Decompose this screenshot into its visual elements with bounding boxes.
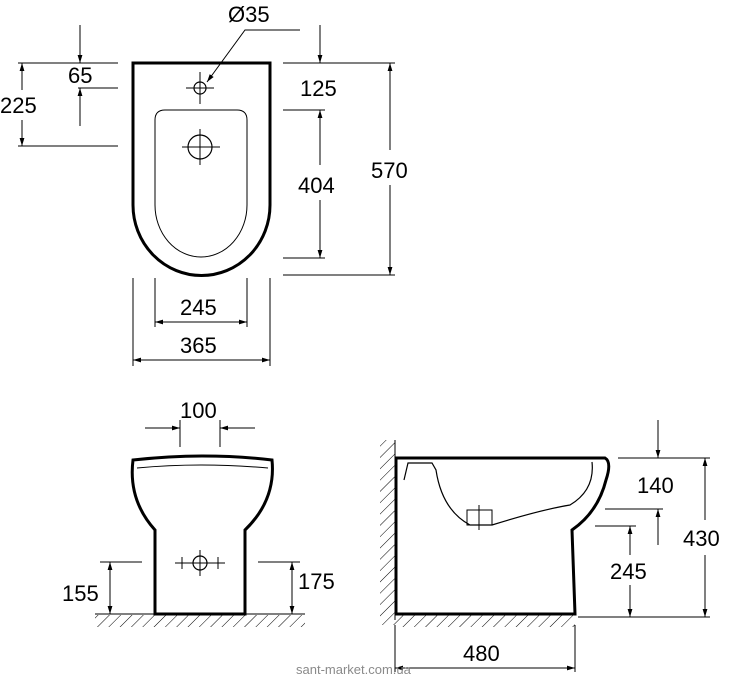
watermark: sant-market.com.ua xyxy=(296,662,412,677)
front-view xyxy=(95,420,305,627)
dim-125: 125 xyxy=(300,76,337,101)
bidet-outline-side xyxy=(394,456,611,616)
dim-430: 430 xyxy=(683,526,720,551)
floor-hatch xyxy=(95,615,305,627)
dim-175: 175 xyxy=(298,569,335,594)
side-view xyxy=(380,420,710,672)
wall-hatch xyxy=(380,440,395,625)
dim-100: 100 xyxy=(180,398,217,423)
dim-480: 480 xyxy=(463,641,500,666)
floor-hatch-side xyxy=(395,615,575,627)
dim-65: 65 xyxy=(68,63,92,88)
dim-570: 570 xyxy=(371,158,408,183)
dim-245-side: 245 xyxy=(610,559,647,584)
dim-140: 140 xyxy=(637,473,674,498)
dim-155: 155 xyxy=(62,581,99,606)
dim-245-top: 245 xyxy=(180,295,217,320)
top-view xyxy=(18,25,395,366)
dim-225: 225 xyxy=(0,93,37,118)
dim-365: 365 xyxy=(180,333,217,358)
dim-404: 404 xyxy=(298,173,335,198)
dim-hole-diameter: Ø35 xyxy=(228,2,270,27)
bidet-outline-top xyxy=(131,61,272,278)
basin-outline xyxy=(154,109,248,258)
bidet-outline-front xyxy=(130,454,274,616)
